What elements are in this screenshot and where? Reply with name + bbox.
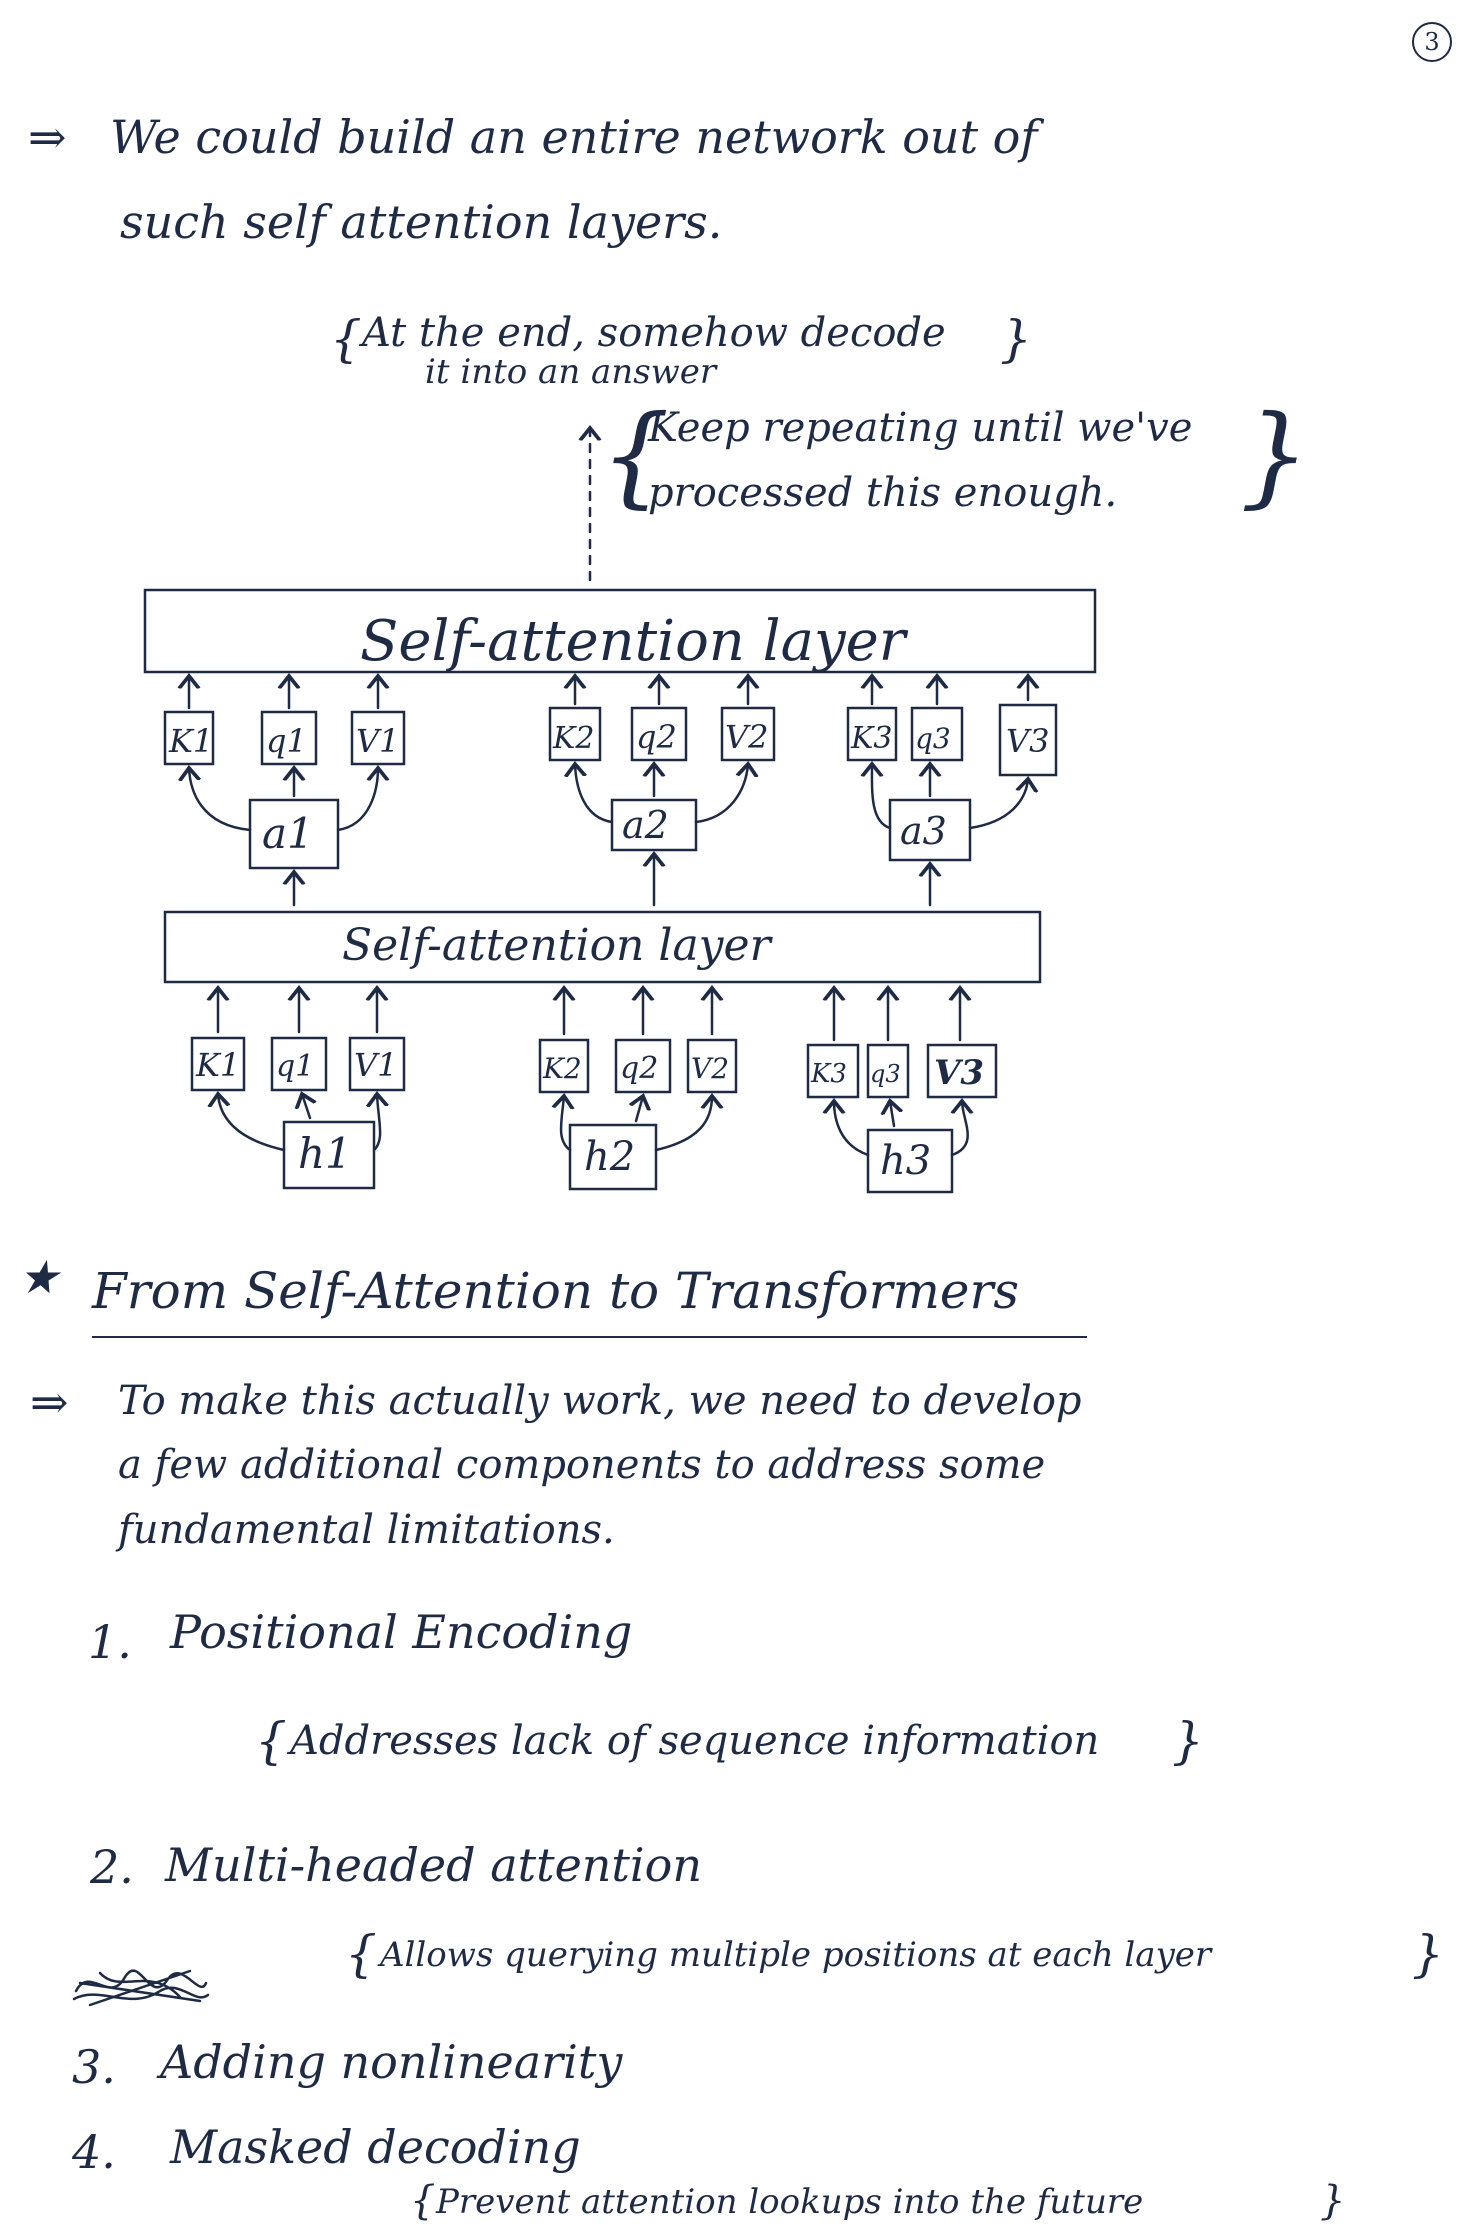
bottom-q2-label: q2 [620,1051,658,1086]
list-item-2-label: Multi-headed attention [165,1838,702,1892]
top-q3-label: q3 [915,722,951,755]
repeat-close-brace: } [1240,391,1310,519]
section-title: From Self-Attention to Transformers [92,1262,1020,1320]
list-item-2-note: Allows querying multiple positions at ea… [380,1935,1212,1975]
top-k2-label: K2 [552,721,595,756]
list-item-1-open-brace: { [255,1712,287,1770]
list-item-1-number: 1. [88,1615,132,1669]
top-v2-label: V2 [725,718,768,756]
list-item-3-number: 3. [72,2040,116,2094]
bottom-v1-box [348,1036,406,1092]
decode-open-brace: { [330,310,362,368]
intro-arrow: ⇒ [28,110,67,164]
section-title-underline [92,1336,1087,1338]
list-item-1-label: Positional Encoding [170,1605,633,1659]
bottom-k3-box [806,1043,860,1099]
top-v3-label: V3 [1006,722,1049,760]
intro-line-2: such self attention layers. [120,195,723,249]
decode-note-line-2: it into an answer [425,352,717,392]
bottom-v2-label: V2 [691,1052,729,1085]
top-v3-box [998,703,1058,777]
bottom-v3-label: V3 [934,1053,984,1093]
bottom-k1-label: K1 [195,1046,240,1084]
top-q1-label: q1 [266,722,307,760]
repeat-note-line-2: processed this enough. [648,470,1118,516]
bottom-q3-box [866,1043,910,1099]
bottom-q3-label: q3 [870,1060,901,1088]
bottom-k2-label: K2 [542,1052,582,1085]
list-item-2-close-brace: } [1412,1925,1444,1983]
bottom-layer-label: Self-attention layer [342,920,774,971]
repeat-open-brace: { [600,391,670,519]
bottom-self-attention-box [163,910,1042,984]
top-k1-box [163,710,215,766]
bottom-q2-box [614,1038,672,1094]
list-item-4-note: Prevent attention lookups into the futur… [436,2182,1144,2222]
bottom-v2-box [686,1038,738,1094]
list-item-4-close-brace: } [1320,2178,1346,2224]
top-k3-label: K3 [850,721,893,756]
bottom-v3-box [926,1043,998,1099]
top-v1-label: V1 [356,722,399,760]
bottom-q1-box [270,1036,328,1092]
bottom-k3-label: K3 [810,1059,847,1089]
top-q2-label: q2 [636,718,677,756]
section-intro-line-1: To make this actually work, we need to d… [118,1378,1082,1424]
top-v1-box [350,710,406,766]
top-q2-box [630,706,688,762]
top-self-attention-box [143,588,1097,674]
top-a2-label: a2 [622,803,669,847]
top-layer-label: Self-attention layer [360,609,909,674]
top-a2-box [610,798,698,852]
bottom-h3-box [866,1128,954,1194]
top-a3-box [888,798,972,862]
attention-diagram: Self-attention layer Self-attention laye… [143,0,1097,1194]
list-item-4-label: Masked decoding [170,2120,581,2174]
list-item-1-note: Addresses lack of sequence information [290,1718,1100,1764]
list-item-2-open-brace: { [345,1925,377,1983]
top-a3-label: a3 [900,809,947,853]
crossed-out-scribble [72,1969,210,2007]
top-a1-label: a1 [262,809,314,858]
top-k1-label: K1 [168,722,213,760]
bottom-q1-label: q1 [276,1049,314,1084]
list-item-4-open-brace: { [410,2178,436,2224]
top-v2-box [720,706,776,762]
bottom-h3-label: h3 [880,1138,931,1184]
bottom-h2-label: h2 [584,1134,635,1180]
top-q3-box [910,706,964,762]
bottom-h1-label: h1 [298,1129,352,1178]
bottom-k1-box [190,1036,246,1092]
top-q1-box [260,710,318,766]
decode-close-brace: } [1000,310,1032,368]
list-item-3-label: Adding nonlinearity [160,2035,623,2089]
intro-line-1: We could build an entire network out of [110,110,1038,164]
bottom-h1-box [282,1120,376,1190]
top-a1-box [248,798,340,870]
bottom-v1-label: V1 [354,1046,397,1084]
section-intro-line-2: a few additional components to address s… [118,1442,1046,1488]
list-item-4-number: 4. [72,2125,116,2179]
section-star-icon: ★ [18,1250,60,1304]
list-item-2-number: 2. [90,1840,134,1894]
bottom-h2-box [568,1123,658,1191]
section-intro-arrow: ⇒ [30,1375,69,1429]
page-number: 3 [1412,22,1452,62]
list-item-1-close-brace: } [1172,1712,1204,1770]
bottom-k2-box [538,1038,590,1094]
decode-note-line-1: At the end, somehow decode [362,310,946,356]
section-intro-line-3: fundamental limitations. [118,1507,615,1553]
repeat-note-line-1: Keep repeating until we've [648,405,1193,451]
top-k3-box [846,706,898,762]
top-k2-box [548,706,602,762]
